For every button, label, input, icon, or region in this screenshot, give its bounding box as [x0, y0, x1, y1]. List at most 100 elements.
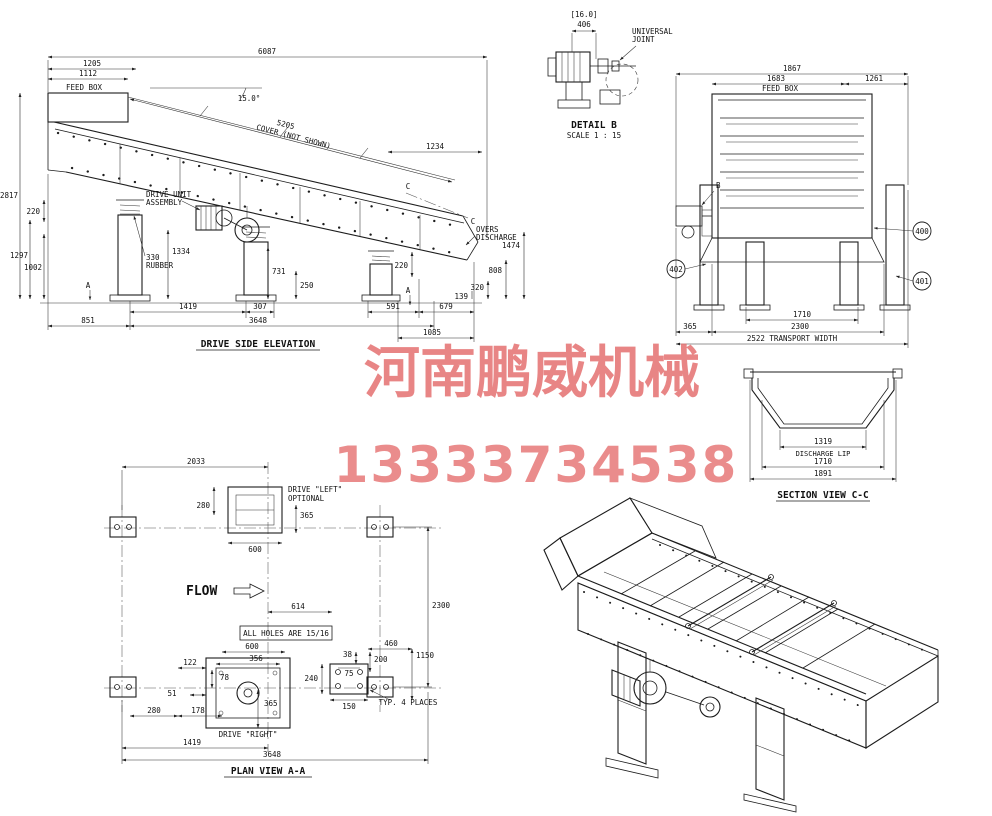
dim-5205: 5205: [276, 118, 296, 131]
end-view-dimensions: 1867 1683 1261 FEED BOX B 400 402 401: [666, 64, 932, 348]
side-dimensions: 6087 1205 1112 FEED BOX 15.0° 5205 COVER…: [0, 47, 526, 342]
end-view-linework: [675, 93, 911, 311]
watermark: 河南鹏威机械 13333734538: [334, 341, 739, 494]
dim-307: 307: [253, 302, 267, 311]
dim-1319: 1319: [814, 437, 832, 446]
dim-250: 250: [300, 281, 314, 290]
rubber-label-1: 330: [146, 253, 160, 262]
balloon-400: 400: [915, 227, 929, 236]
dim-transport-width: 2522 TRANSPORT WIDTH: [747, 334, 838, 343]
dim-460: 460: [384, 639, 398, 648]
dim-1683: 1683: [767, 74, 785, 83]
dim-2300-end: 2300: [791, 322, 810, 331]
detail-b-scale: SCALE 1 : 15: [567, 131, 621, 140]
section-a-label-right: A: [406, 286, 411, 295]
watermark-phone: 13333734538: [334, 436, 739, 494]
section-a-label-left: A: [86, 281, 91, 290]
dim-122: 122: [183, 658, 197, 667]
dim-1334: 1334: [172, 247, 191, 256]
dim-808: 808: [488, 266, 502, 275]
dim-75: 75: [344, 669, 353, 678]
drive-left-label-1: DRIVE "LEFT": [288, 485, 342, 494]
iso-linework: [543, 497, 939, 813]
drive-left-label-2: OPTIONAL: [288, 494, 325, 503]
dim-3648-plan: 3648: [263, 750, 282, 759]
dim-600-b: 600: [245, 642, 259, 651]
dim-1205: 1205: [83, 59, 101, 68]
plan-linework: [109, 486, 394, 729]
discharge-lip-label: DISCHARGE LIP: [796, 450, 851, 458]
dim-1710-cc: 1710: [814, 457, 833, 466]
universal-joint-label-1: UNIVERSAL: [632, 27, 673, 36]
section-c-label-2: C: [471, 217, 476, 226]
view-end-elevation: 1867 1683 1261 FEED BOX B 400 402 401: [666, 64, 932, 348]
end-feed-box-label: FEED BOX: [762, 84, 799, 93]
dim-1419: 1419: [179, 302, 197, 311]
section-cc-dimensions: 1319 DISCHARGE LIP 1710 1891: [749, 380, 897, 482]
dim-38: 38: [343, 650, 353, 659]
plan-centerlines: [104, 462, 444, 742]
dim-51: 51: [167, 689, 176, 698]
dim-1710-end: 1710: [793, 310, 812, 319]
plan-view-title: PLAN VIEW A-A: [231, 766, 306, 777]
dim-1297: 1297: [10, 251, 28, 260]
dim-356: 356: [249, 654, 263, 663]
drive-side-title: DRIVE SIDE ELEVATION: [201, 339, 316, 350]
overs-label-2: DISCHARGE: [476, 233, 517, 242]
dim-320: 320: [470, 283, 484, 292]
dim-6087: 6087: [258, 47, 276, 56]
dim-614: 614: [291, 602, 305, 611]
flow-label: FLOW: [186, 584, 217, 599]
dim-2300-plan: 2300: [432, 601, 451, 610]
dim-365-a: 365: [300, 511, 314, 520]
section-cc-title: SECTION VIEW C-C: [777, 490, 869, 501]
dim-1419-plan: 1419: [183, 738, 201, 747]
dim-731: 731: [272, 267, 286, 276]
typ-4-places: TYP. 4 PLACES: [379, 698, 438, 707]
feed-box-label: FEED BOX: [66, 83, 103, 92]
side-body-linework: [40, 92, 482, 304]
view-drive-side-elevation: 6087 1205 1112 FEED BOX 15.0° 5205 COVER…: [0, 47, 526, 351]
dim-679: 679: [439, 302, 453, 311]
drive-unit-label-2: ASSEMBLY: [146, 198, 183, 207]
dim-1891: 1891: [814, 469, 832, 478]
dim-1867: 1867: [783, 64, 801, 73]
section-cc-linework: [743, 368, 903, 429]
drive-unit-label-1: DRIVE UNIT: [146, 190, 192, 199]
dim-178: 178: [191, 706, 205, 715]
dim-365-end: 365: [683, 322, 697, 331]
dim-220-left: 220: [26, 207, 40, 216]
overs-label-1: OVERS: [476, 225, 499, 234]
dim-3648: 3648: [249, 316, 268, 325]
detail-b-title: DETAIL B: [571, 120, 617, 131]
dim-280-b: 280: [147, 706, 161, 715]
dim-1085: 1085: [423, 328, 441, 337]
dim-220-right: 220: [394, 261, 408, 270]
dim-365-b: 365: [264, 699, 278, 708]
dim-2033: 2033: [187, 457, 205, 466]
dim-1474: 1474: [502, 241, 521, 250]
view-isometric: [543, 497, 939, 813]
detail-b-bracket-dim: [16.0]: [570, 10, 597, 19]
balloon-401: 401: [915, 277, 929, 286]
dim-1002: 1002: [24, 263, 42, 272]
dim-2817: 2817: [0, 191, 18, 200]
dim-150: 150: [342, 702, 356, 711]
detail-b-labels: [16.0] 406 UNIVERSAL JOINT DETAIL B SCAL…: [567, 10, 673, 140]
holes-note: ALL HOLES ARE 15/16: [243, 629, 329, 638]
angle-label: 15.0°: [238, 94, 261, 103]
drive-right-label: DRIVE "RIGHT": [219, 730, 278, 739]
dim-280-a: 280: [196, 501, 210, 510]
dim-139: 139: [454, 292, 468, 301]
detail-b-linework: [547, 51, 639, 109]
dim-600-a: 600: [248, 545, 262, 554]
dim-1234: 1234: [426, 142, 445, 151]
rubber-label-2: RUBBER: [146, 261, 174, 270]
dim-240: 240: [304, 674, 318, 683]
section-c-label-1: C: [406, 182, 411, 191]
marker-b-label: B: [716, 181, 721, 190]
dim-1150: 1150: [416, 651, 435, 660]
dim-851: 851: [81, 316, 95, 325]
dim-1261: 1261: [865, 74, 883, 83]
